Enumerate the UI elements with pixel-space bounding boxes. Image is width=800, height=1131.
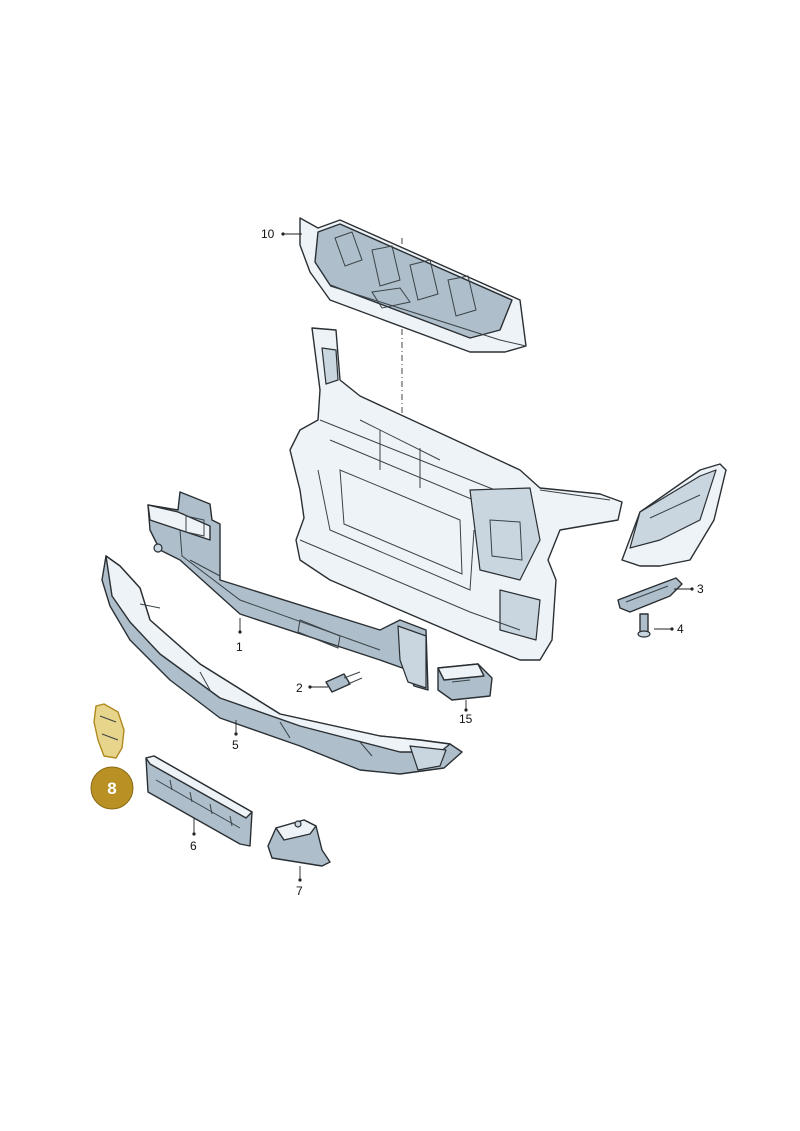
part-3-bracket xyxy=(617,577,683,613)
callout-2: 2 xyxy=(296,681,303,695)
part-8-badge[interactable]: 8 xyxy=(90,766,134,810)
callout-6: 6 xyxy=(190,839,197,853)
callout-4: 4 xyxy=(677,622,684,636)
lock-carrier-frame xyxy=(289,327,623,661)
part-1-bumper-carrier xyxy=(147,491,429,691)
callout-10: 10 xyxy=(261,227,275,241)
callout-15: 15 xyxy=(459,712,473,726)
part-2-bolt xyxy=(325,671,363,693)
part-6-plate-bracket xyxy=(145,755,253,847)
callout-3: 3 xyxy=(697,582,704,596)
part-8-highlighted-bracket xyxy=(93,703,125,759)
leader-lines xyxy=(192,232,694,882)
part-10-upper-cover xyxy=(299,217,527,353)
right-air-duct xyxy=(621,463,727,567)
part-15-bracket xyxy=(437,663,493,701)
part-4-screw xyxy=(637,613,651,638)
callout-1: 1 xyxy=(236,640,243,654)
part-7-cover xyxy=(267,819,331,867)
badge-label: 8 xyxy=(107,779,116,798)
callout-5: 5 xyxy=(232,738,239,752)
callout-7: 7 xyxy=(296,884,303,898)
part-5-energy-absorber xyxy=(101,555,463,775)
